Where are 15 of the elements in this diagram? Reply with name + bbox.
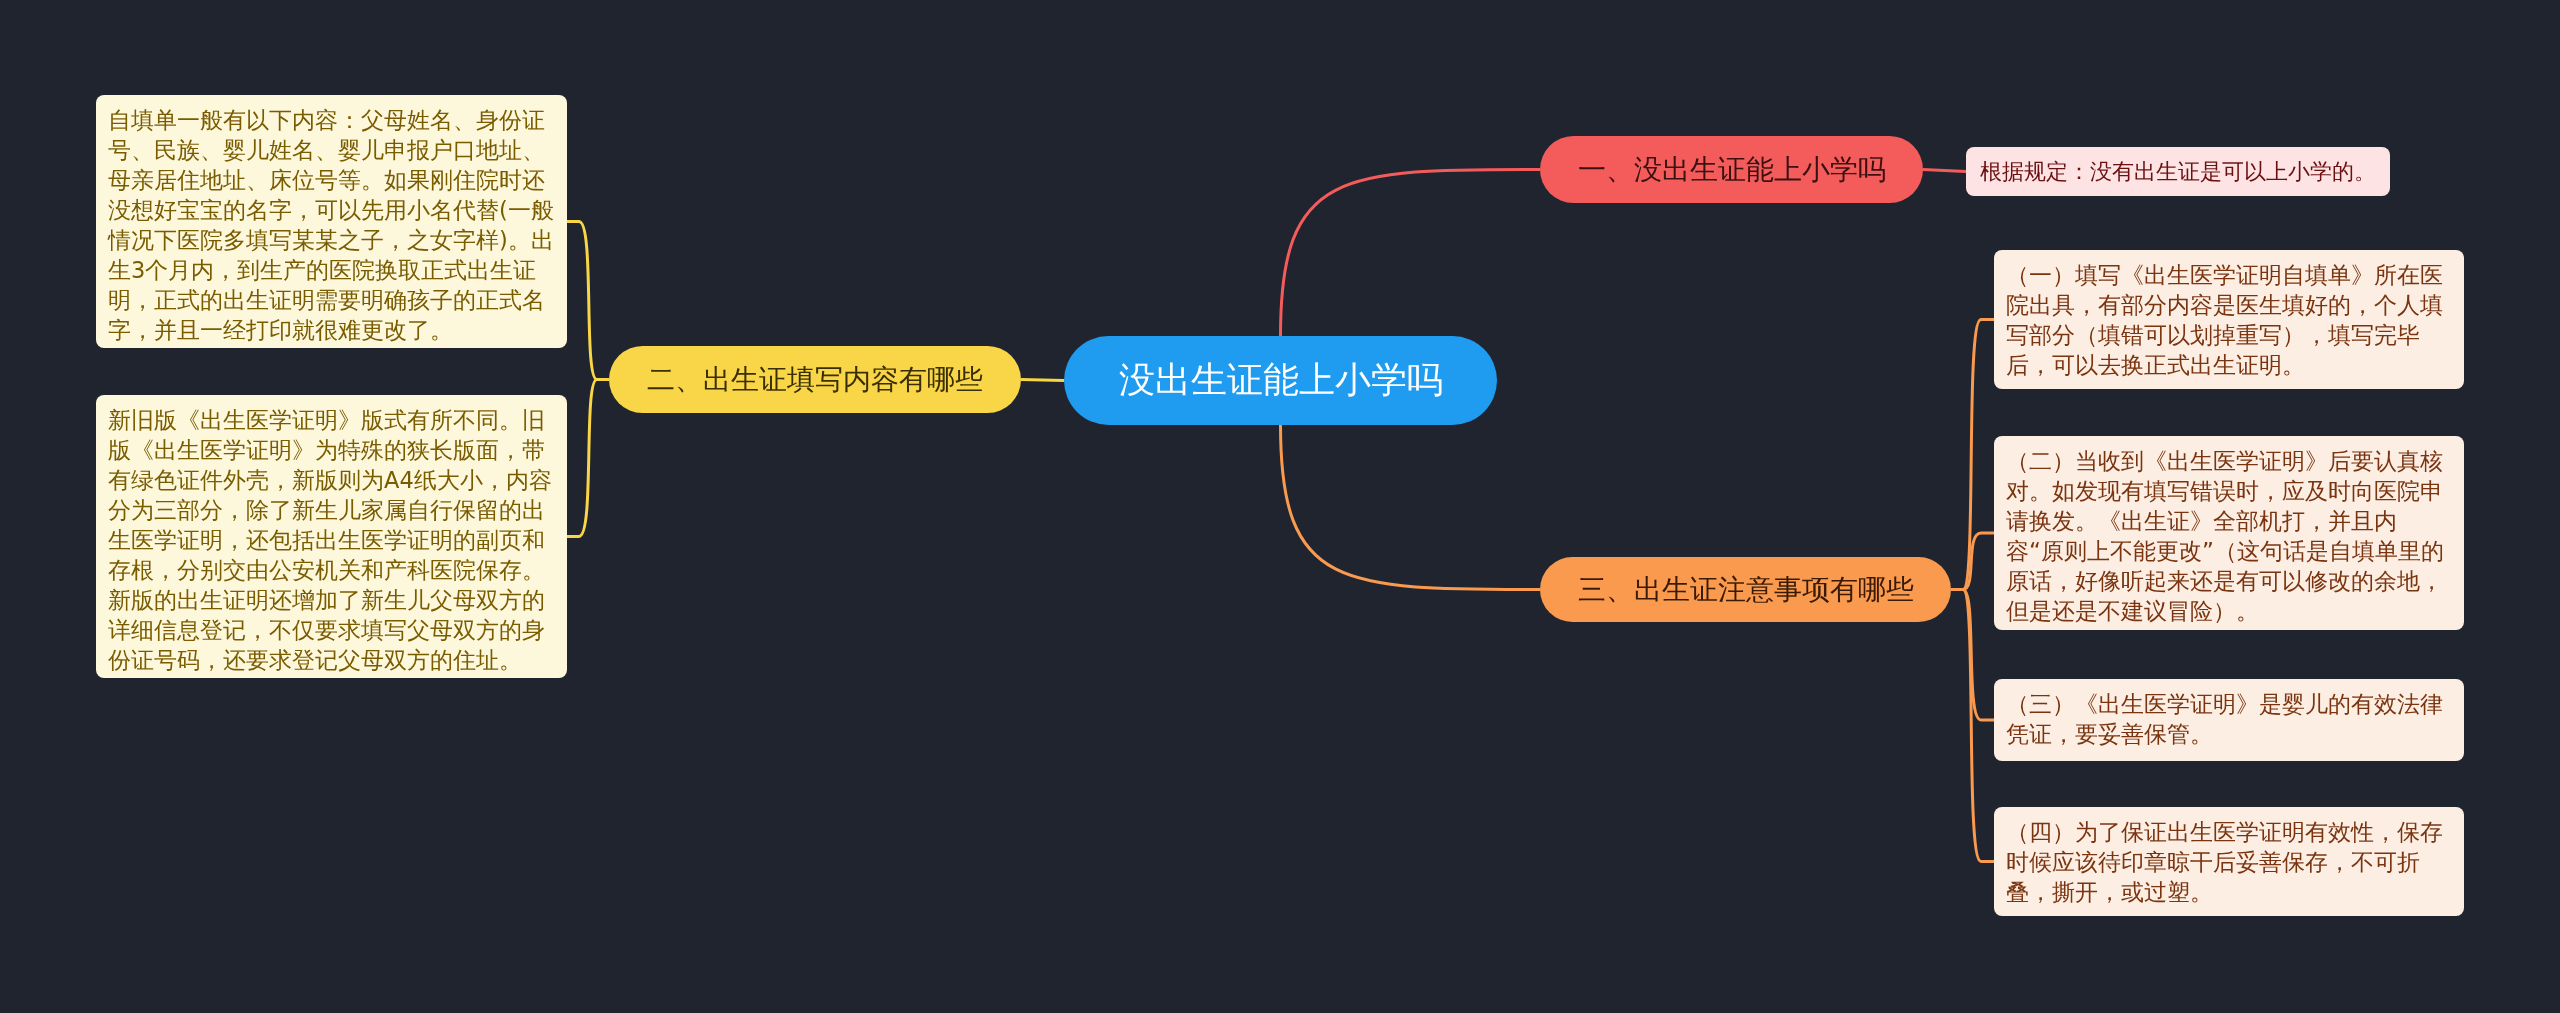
leaf-note: 自填单一般有以下内容：父母姓名、身份证号、民族、婴儿姓名、婴儿申报户口地址、母亲居住地址、床位号等。如果刚住院时还没想好宝宝的名字，可以先用小名代替(一般情况下医院多填写某某之子，之女字样)。出生3个月内，到生产的医院换取正式出生证明，正式的出生证明需要明确孩子的正式名字，并且一经打印就很难更改了。 [96, 95, 567, 348]
leaf-note: 新旧版《出生医学证明》版式有所不同。旧版《出生医学证明》为特殊的狭长版面，带有绿色证件外壳，新版则为A4纸大小，内容分为三部分，除了新生儿家属自行保留的出生医学证明，还包括出生医学证明的副页和存根，分别交由公安机关和产科医院保存。新版的出生证明还增加了新生儿父母双方的详细信息登记，不仅要求填写父母双方的身份证号码，还要求登记父母双方的住址。 [96, 395, 567, 678]
leaf-note: 根据规定：没有出生证是可以上小学的。 [1966, 147, 2390, 196]
connector-line [1922, 168, 1967, 173]
branch-topic: 二、出生证填写内容有哪些 [609, 346, 1021, 413]
leaf-note: （四）为了保证出生医学证明有效性，保存时候应该待印章晾干后妥善保存，不可折叠，撕开，或过塑。 [1994, 807, 2464, 916]
connector-line [1020, 378, 1065, 382]
central-topic: 没出生证能上小学吗 [1064, 336, 1497, 425]
connector-line [1279, 168, 1540, 337]
branch-topic: 一、没出生证能上小学吗 [1540, 136, 1923, 203]
leaf-note: （一）填写《出生医学证明自填单》所在医院出具，有部分内容是医生填好的，个人填写部分（填错可以划掉重写），填写完毕后，可以去换正式出生证明。 [1994, 250, 2464, 389]
branch-topic: 三、出生证注意事项有哪些 [1540, 557, 1951, 622]
connector-line [1279, 424, 1540, 591]
leaf-note: （三）《出生医学证明》是婴儿的有效法律凭证，要妥善保管。 [1994, 679, 2464, 761]
leaf-note: （二）当收到《出生医学证明》后要认真核对。如发现有填写错误时，应及时向医院申请换发。《出生证》全部机打，并且内容“原则上不能更改”（这句话是自填单里的原话，好像听起来还是有可以修改的余地，但是还是不建议冒险）。 [1994, 436, 2464, 630]
